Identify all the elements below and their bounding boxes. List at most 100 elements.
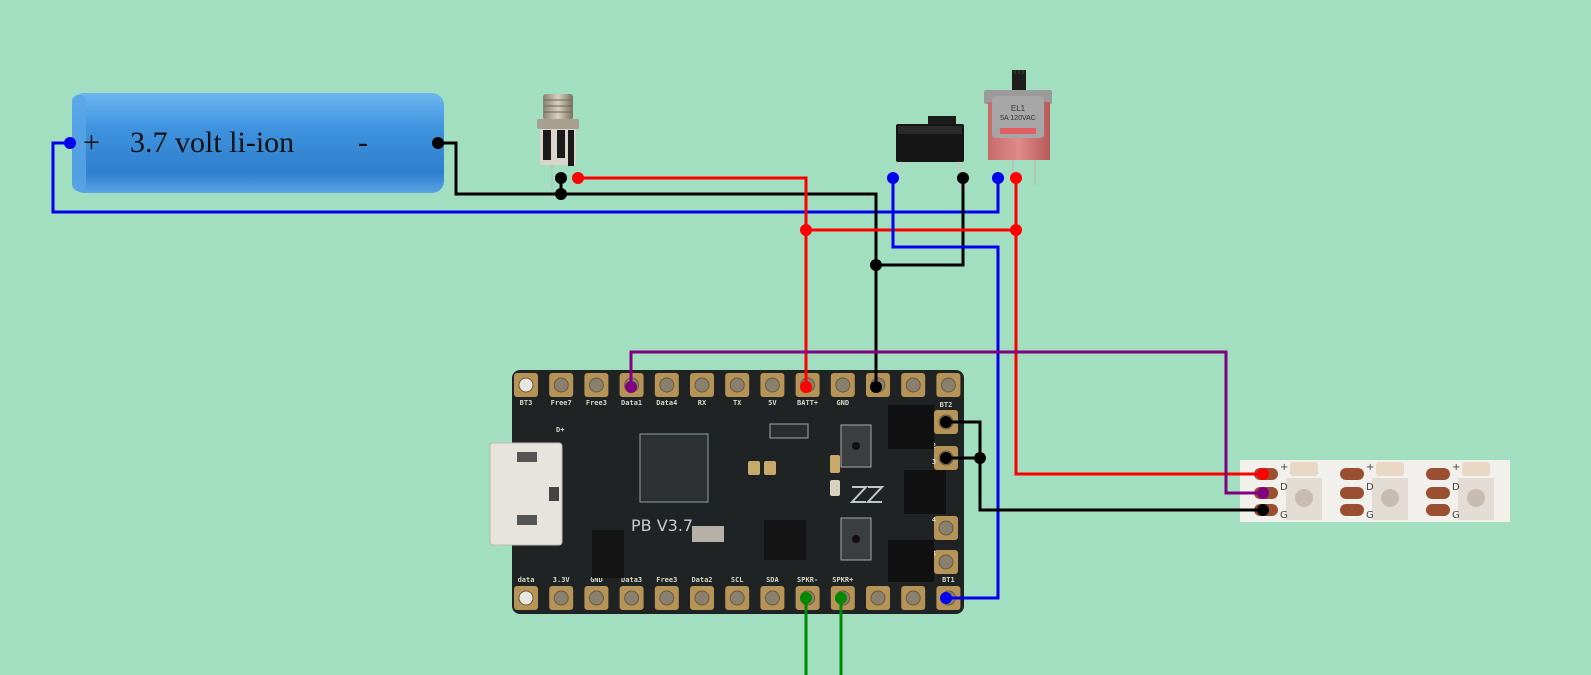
junction-dot xyxy=(974,452,986,464)
wire-battery-plus xyxy=(51,141,1000,214)
push-button xyxy=(892,116,964,189)
junction-dot xyxy=(870,259,882,271)
led-pad-label: D xyxy=(1366,482,1374,493)
bottom-pin-label: 3.3V xyxy=(553,576,571,584)
junction-dot xyxy=(870,381,882,393)
junction-dot xyxy=(1010,172,1022,184)
wire-switch-led-plus xyxy=(1014,178,1263,476)
led-segment: + D G xyxy=(1426,462,1494,521)
board-version-label: PB V3.7 xyxy=(631,516,693,535)
wire-jack-ground xyxy=(559,178,878,387)
top-pin-label: RX xyxy=(698,399,707,407)
led-pad-label: + xyxy=(1452,462,1460,473)
battery-body xyxy=(72,93,444,193)
junction-dot xyxy=(940,592,952,604)
wire-data xyxy=(629,350,1263,495)
top-pin-label: Free3 xyxy=(586,399,607,407)
pin-pad xyxy=(901,373,926,397)
pin-pad xyxy=(584,373,609,397)
pin-pad xyxy=(690,586,714,610)
top-pin-label: GND xyxy=(836,399,849,407)
led-pad-label: D xyxy=(1280,482,1288,493)
wire-button-ground xyxy=(876,178,965,267)
bottom-pin-label: data xyxy=(518,576,535,584)
board-logo xyxy=(849,486,885,503)
top-pin-label: BT3 xyxy=(520,399,533,407)
pin-pad xyxy=(514,373,538,397)
led-pad-label: G xyxy=(1366,510,1374,521)
battery: + 3.7 volt li-ion - xyxy=(72,93,444,193)
junction-dot xyxy=(992,172,1004,184)
pin-pad xyxy=(514,586,538,610)
bottom-pin-label: SPKR- xyxy=(797,576,818,584)
junction-dot xyxy=(572,172,584,184)
micro-usb-port xyxy=(489,442,563,546)
led-strip: + D G + D G + D G xyxy=(1240,460,1510,522)
bottom-pin-label: Data3 xyxy=(621,576,642,584)
battery-cap xyxy=(72,95,86,191)
junction-dot xyxy=(64,137,76,149)
junction-dot xyxy=(940,416,952,428)
led-pad-label: G xyxy=(1280,510,1288,521)
pin-pad xyxy=(760,586,785,610)
right-pin-label: 3 xyxy=(932,458,936,466)
top-pin-label: Data1 xyxy=(621,399,642,407)
bottom-pin-label: GND xyxy=(590,576,603,584)
led-pad-label: G xyxy=(1452,510,1460,521)
pin-pad xyxy=(690,373,714,397)
junction-dot xyxy=(957,172,969,184)
junction-dot xyxy=(835,592,847,604)
junction-dot xyxy=(432,137,444,149)
pin-pad xyxy=(725,586,750,610)
wire-jack-positive xyxy=(578,176,808,387)
wire-button-bt1 xyxy=(891,178,1000,600)
pin-pad xyxy=(619,586,644,610)
bottom-pin-label: Free3 xyxy=(656,576,677,584)
junction-dot xyxy=(800,592,812,604)
pin-pad xyxy=(866,586,890,610)
junction-dot xyxy=(887,172,899,184)
led-pad-label: + xyxy=(1366,462,1374,473)
top-pin-label: Data4 xyxy=(656,399,677,407)
top-pin-label: Free7 xyxy=(551,399,572,407)
right-pin-label: BT2 xyxy=(940,401,953,409)
bottom-pin-label: SCL xyxy=(731,576,744,584)
battery-plus-label: + xyxy=(83,126,100,159)
pin-pad xyxy=(654,373,679,397)
junction-dot xyxy=(1257,487,1269,499)
pin-pad xyxy=(936,373,961,397)
board-button-bottom xyxy=(840,517,872,561)
pin-pad xyxy=(725,373,750,397)
junction-dot xyxy=(1010,224,1022,236)
board-button-top xyxy=(840,424,872,468)
led-pad-label: + xyxy=(1280,462,1288,473)
wire-bt2-led-ground xyxy=(946,420,1263,512)
bottom-pin-label: Data2 xyxy=(691,576,712,584)
junctions xyxy=(64,137,1269,604)
pin-pad xyxy=(549,373,574,397)
battery-label: 3.7 volt li-ion xyxy=(130,126,294,159)
pin-pad xyxy=(901,586,926,610)
junction-dot xyxy=(625,381,637,393)
junction-dot xyxy=(555,188,567,200)
dc-jack xyxy=(537,94,579,190)
wires xyxy=(51,141,1263,675)
junction-dot xyxy=(1257,468,1269,480)
switch-marking-line1: EL1 xyxy=(1011,104,1026,113)
bottom-pin-label: SDA xyxy=(766,576,779,584)
wire-battery-minus xyxy=(438,141,561,196)
junction-dot xyxy=(940,452,952,464)
pin-pad xyxy=(584,586,609,610)
junction-dot xyxy=(1257,504,1269,516)
pin-pad xyxy=(654,586,679,610)
bottom-pin-label: SPKR+ xyxy=(832,576,853,584)
usb-label: D+ xyxy=(556,426,564,434)
right-pin-label: 4 xyxy=(932,516,936,524)
top-pin-label: TX xyxy=(733,399,742,407)
pin-pad xyxy=(934,550,958,574)
battery-minus-label: - xyxy=(358,126,368,159)
junction-dot xyxy=(555,172,567,184)
led-pad-label: D xyxy=(1452,482,1460,493)
pin-pad xyxy=(760,373,785,397)
